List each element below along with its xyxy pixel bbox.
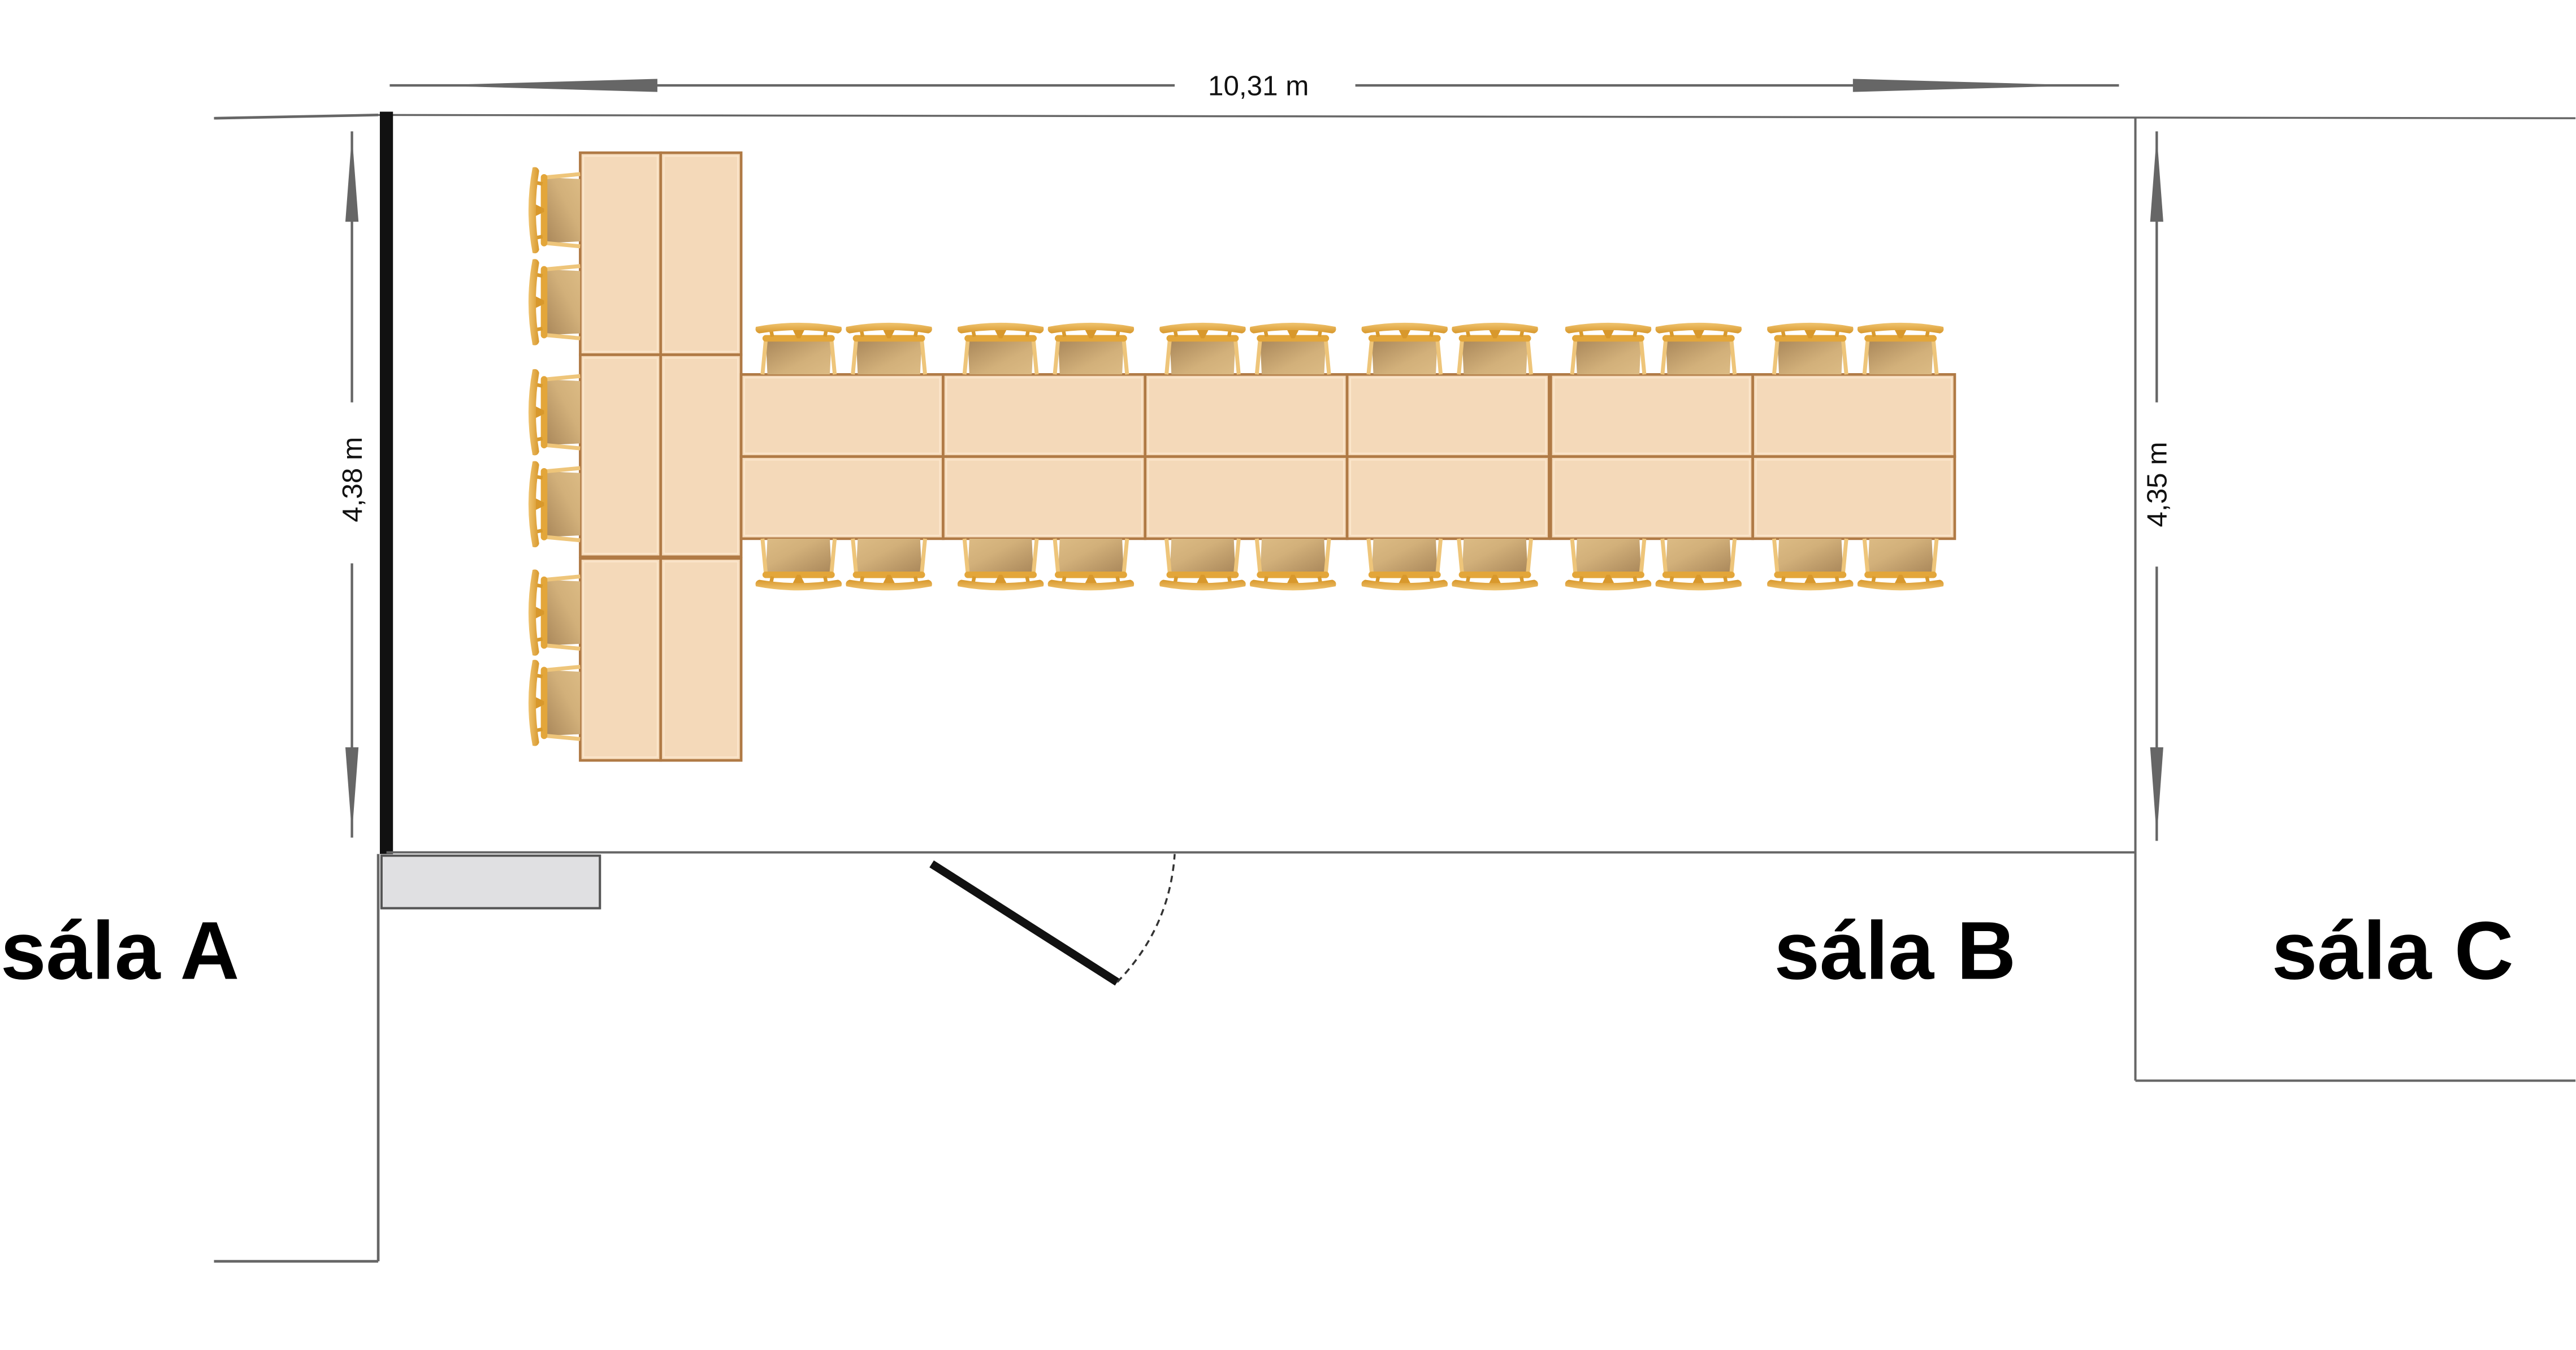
chair bbox=[1362, 539, 1448, 591]
chair bbox=[529, 569, 581, 656]
table bbox=[1549, 455, 1754, 540]
width-label: 10,31 m bbox=[1208, 70, 1309, 101]
chair bbox=[1767, 323, 1854, 375]
chair bbox=[958, 539, 1044, 591]
table-edge bbox=[1349, 377, 1547, 454]
chair bbox=[1159, 323, 1246, 375]
room-label-sala-b: sála B bbox=[1774, 905, 2016, 996]
chair bbox=[756, 323, 842, 375]
table bbox=[579, 151, 663, 356]
table bbox=[1345, 455, 1551, 540]
chair bbox=[846, 323, 932, 375]
arrow-up-icon bbox=[345, 135, 359, 222]
chair bbox=[529, 259, 581, 345]
table-edge bbox=[663, 357, 739, 555]
table-edge bbox=[1755, 459, 1952, 536]
chair bbox=[1656, 323, 1742, 375]
table bbox=[1144, 455, 1349, 540]
chair bbox=[958, 323, 1044, 375]
top-wall-room bbox=[378, 114, 2576, 119]
top-wall bbox=[214, 114, 379, 120]
table-edge bbox=[946, 377, 1143, 454]
table-edge bbox=[583, 561, 659, 758]
right-height-label: 4,35 m bbox=[2142, 442, 2173, 527]
chair bbox=[1656, 539, 1742, 591]
dimension-width bbox=[389, 79, 2119, 92]
table bbox=[659, 353, 743, 559]
room-label-sala-c: sála C bbox=[2272, 905, 2514, 996]
table-edge bbox=[1553, 377, 1750, 454]
table bbox=[1144, 373, 1349, 458]
table-edge bbox=[583, 155, 659, 352]
table bbox=[659, 557, 743, 762]
chair bbox=[1159, 539, 1246, 591]
arrow-left-icon bbox=[427, 79, 657, 92]
door-leaf bbox=[929, 860, 1120, 986]
chair bbox=[1858, 323, 1944, 375]
table bbox=[579, 557, 663, 762]
left-height-label: 4,38 m bbox=[337, 437, 368, 522]
chair bbox=[1250, 323, 1336, 375]
chair bbox=[529, 461, 581, 548]
table bbox=[1751, 373, 1956, 458]
table bbox=[739, 455, 945, 540]
furniture bbox=[529, 151, 1956, 762]
door-swing-arc bbox=[1116, 854, 1176, 983]
thick-wall-left bbox=[379, 111, 393, 854]
arrow-right-icon bbox=[1852, 79, 2086, 92]
chair bbox=[529, 167, 581, 254]
table-edge bbox=[663, 155, 739, 352]
table-edge bbox=[1755, 377, 1952, 454]
chair bbox=[1452, 539, 1538, 591]
dimension-left-height bbox=[345, 131, 359, 838]
arrow-down-icon bbox=[345, 747, 359, 834]
table-edge bbox=[1148, 377, 1345, 454]
table bbox=[579, 353, 663, 559]
table bbox=[659, 151, 743, 356]
table-edge bbox=[946, 459, 1143, 536]
chair bbox=[1767, 539, 1854, 591]
chair bbox=[846, 539, 932, 591]
chair bbox=[1250, 539, 1336, 591]
table-edge bbox=[743, 459, 941, 536]
chair bbox=[756, 539, 842, 591]
table bbox=[1549, 373, 1754, 458]
chair bbox=[1362, 323, 1448, 375]
dimension-right-height bbox=[2150, 131, 2163, 841]
table-edge bbox=[1553, 459, 1750, 536]
table bbox=[942, 373, 1147, 458]
cabinet bbox=[380, 854, 601, 910]
chair bbox=[1565, 539, 1652, 591]
arrow-down-icon bbox=[2150, 747, 2163, 838]
table bbox=[1751, 455, 1956, 540]
table-edge bbox=[1349, 459, 1547, 536]
room-label-sala-a: sála A bbox=[1, 905, 240, 996]
chair bbox=[1452, 323, 1538, 375]
table-edge bbox=[743, 377, 941, 454]
table-edge bbox=[663, 561, 739, 758]
chair bbox=[1858, 539, 1944, 591]
walls bbox=[214, 111, 2576, 1263]
table-edge bbox=[583, 357, 659, 555]
chair bbox=[529, 369, 581, 456]
chair bbox=[1048, 539, 1135, 591]
chair bbox=[1048, 323, 1135, 375]
table bbox=[739, 373, 945, 458]
chair bbox=[1565, 323, 1652, 375]
chair bbox=[529, 660, 581, 746]
table bbox=[1345, 373, 1551, 458]
door bbox=[929, 854, 1176, 986]
arrow-up-icon bbox=[2150, 135, 2163, 222]
table-edge bbox=[1148, 459, 1345, 536]
table bbox=[942, 455, 1147, 540]
